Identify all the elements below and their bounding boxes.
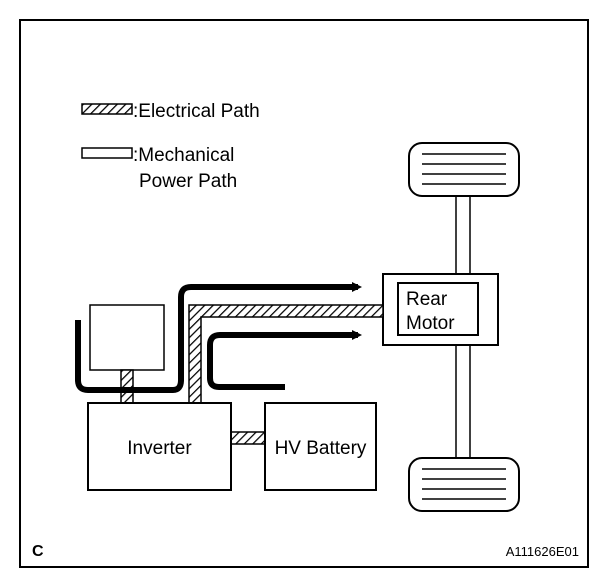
inverter-to-battery-electrical-path [230, 431, 266, 445]
corner-label: C [32, 543, 44, 560]
figure-code: A111626E01 [506, 544, 579, 559]
upper-unit-box [89, 304, 165, 371]
electrical-path-swatch [81, 103, 133, 115]
hv-battery-label: HV Battery [275, 438, 367, 459]
inverter-label: Inverter [127, 438, 192, 459]
rear-axle-assembly [408, 142, 520, 512]
mechanical-path-lower-arrow [207, 330, 362, 390]
figure-border [19, 19, 589, 568]
rear-motor-inner-box [397, 282, 479, 336]
legend-electrical-label: :Electrical Path [133, 101, 260, 122]
unit-to-inverter-electrical-path [120, 369, 134, 404]
legend: :Electrical Path :Mechanical Power Path [81, 101, 260, 192]
legend-mechanical-label-line1: :Mechanical [133, 145, 234, 166]
legend-mechanical-label-line2: Power Path [139, 171, 237, 192]
inverter-box [87, 402, 232, 491]
hv-battery-box [264, 402, 377, 491]
mechanical-path-upper-arrow [75, 282, 362, 393]
upper-wheel [408, 142, 520, 197]
rear-motor-label-line2: Motor [406, 313, 455, 334]
lower-wheel [408, 457, 520, 512]
mechanical-path-swatch [81, 147, 133, 159]
rear-motor: Rear Motor [382, 273, 499, 346]
rear-motor-label-line1: Rear [406, 289, 448, 310]
